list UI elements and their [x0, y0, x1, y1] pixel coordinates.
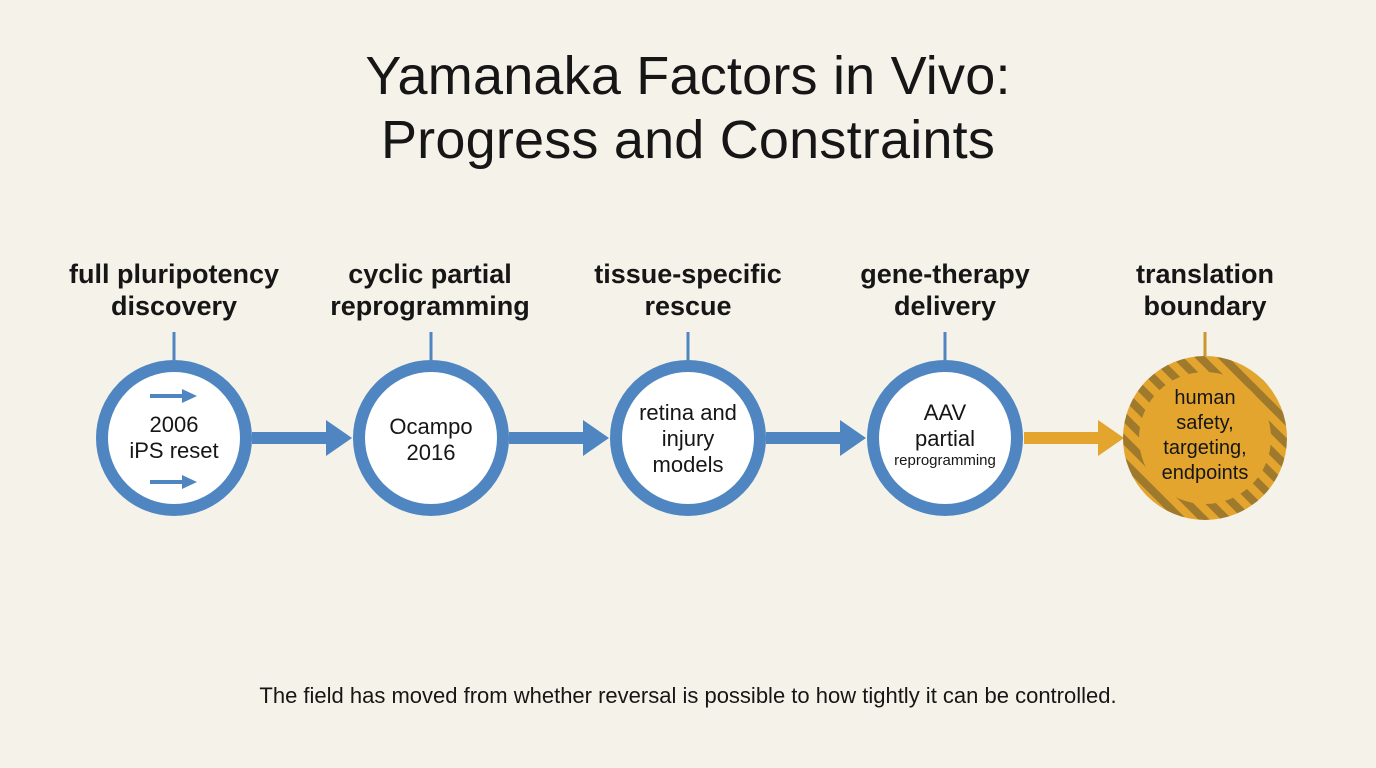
stage-label-line: tissue-specific — [594, 259, 782, 289]
title-line-2: Progress and Constraints — [380, 110, 996, 170]
stage-text-line: safety, — [1176, 412, 1234, 434]
stage-text-line: injury — [661, 426, 715, 451]
stage-label-cyclic: cyclic partial reprogramming — [300, 258, 560, 322]
label-connectors — [172, 332, 947, 360]
stage-text-line: models — [652, 452, 724, 477]
stage-text-line: 2016 — [406, 440, 456, 465]
stage-text-line: targeting, — [1163, 437, 1247, 459]
stage-label-line: delivery — [893, 291, 997, 321]
stage-label-line: rescue — [644, 291, 732, 321]
stage-text-line: retina and — [639, 400, 737, 425]
stage-circle-tissue — [610, 360, 766, 516]
stage-label-tissue: tissue-specific rescue — [558, 258, 818, 322]
flow-arrow-icon — [1024, 420, 1124, 456]
stage-label-line: reprogramming — [330, 291, 530, 321]
arrow-right-icon — [150, 475, 197, 489]
stage-label-translation: translation boundary — [1075, 258, 1335, 322]
caption: The field has moved from whether reversa… — [259, 683, 1117, 708]
stage-label-discovery: full pluripotency discovery — [44, 258, 304, 322]
flow-arrow-icon — [509, 420, 609, 456]
stage-text-cyclic: Ocampo 2016 — [361, 414, 501, 466]
stage-text-line: endpoints — [1161, 462, 1249, 484]
stage-text-line: Ocampo — [389, 414, 473, 439]
stage-text-line: reprogramming — [894, 452, 996, 469]
arrow-right-icon — [150, 389, 197, 403]
stage-text-line: partial — [915, 426, 975, 451]
flow-arrow-icon — [766, 420, 866, 456]
stage-text-line: iPS reset — [129, 438, 219, 463]
stage-label-line: full pluripotency — [68, 259, 279, 289]
stage-circle-cyclic — [353, 360, 509, 516]
stage-circle-translation-inner — [1139, 372, 1271, 504]
stage-circle-discovery — [96, 360, 252, 516]
flow-arrow-icon — [252, 420, 352, 456]
title-line-1: Yamanaka Factors in Vivo: — [365, 46, 1011, 106]
stage-text-delivery: AAV partial reprogramming — [875, 400, 1015, 470]
stage-text-tissue: retina and injury models — [618, 400, 758, 478]
page-title: Yamanaka Factors in Vivo: Progress and C… — [0, 44, 1376, 172]
stage-text-line: 2006 — [149, 412, 199, 437]
stage-label-line: cyclic partial — [348, 259, 512, 289]
stage-text-line: AAV — [923, 400, 967, 425]
stage-label-line: gene-therapy — [860, 259, 1030, 289]
stage-text-translation: human safety, targeting, endpoints — [1135, 386, 1275, 486]
stage-label-line: boundary — [1143, 291, 1267, 321]
stage-label-line: discovery — [110, 291, 238, 321]
stage-circle-delivery — [867, 360, 1023, 516]
stage-label-delivery: gene-therapy delivery — [815, 258, 1075, 322]
stage-label-line: translation — [1135, 259, 1275, 289]
stage-text-line: human — [1174, 387, 1236, 409]
flow-arrows — [252, 420, 866, 456]
stage-text-discovery: 2006 iPS reset — [104, 412, 244, 464]
